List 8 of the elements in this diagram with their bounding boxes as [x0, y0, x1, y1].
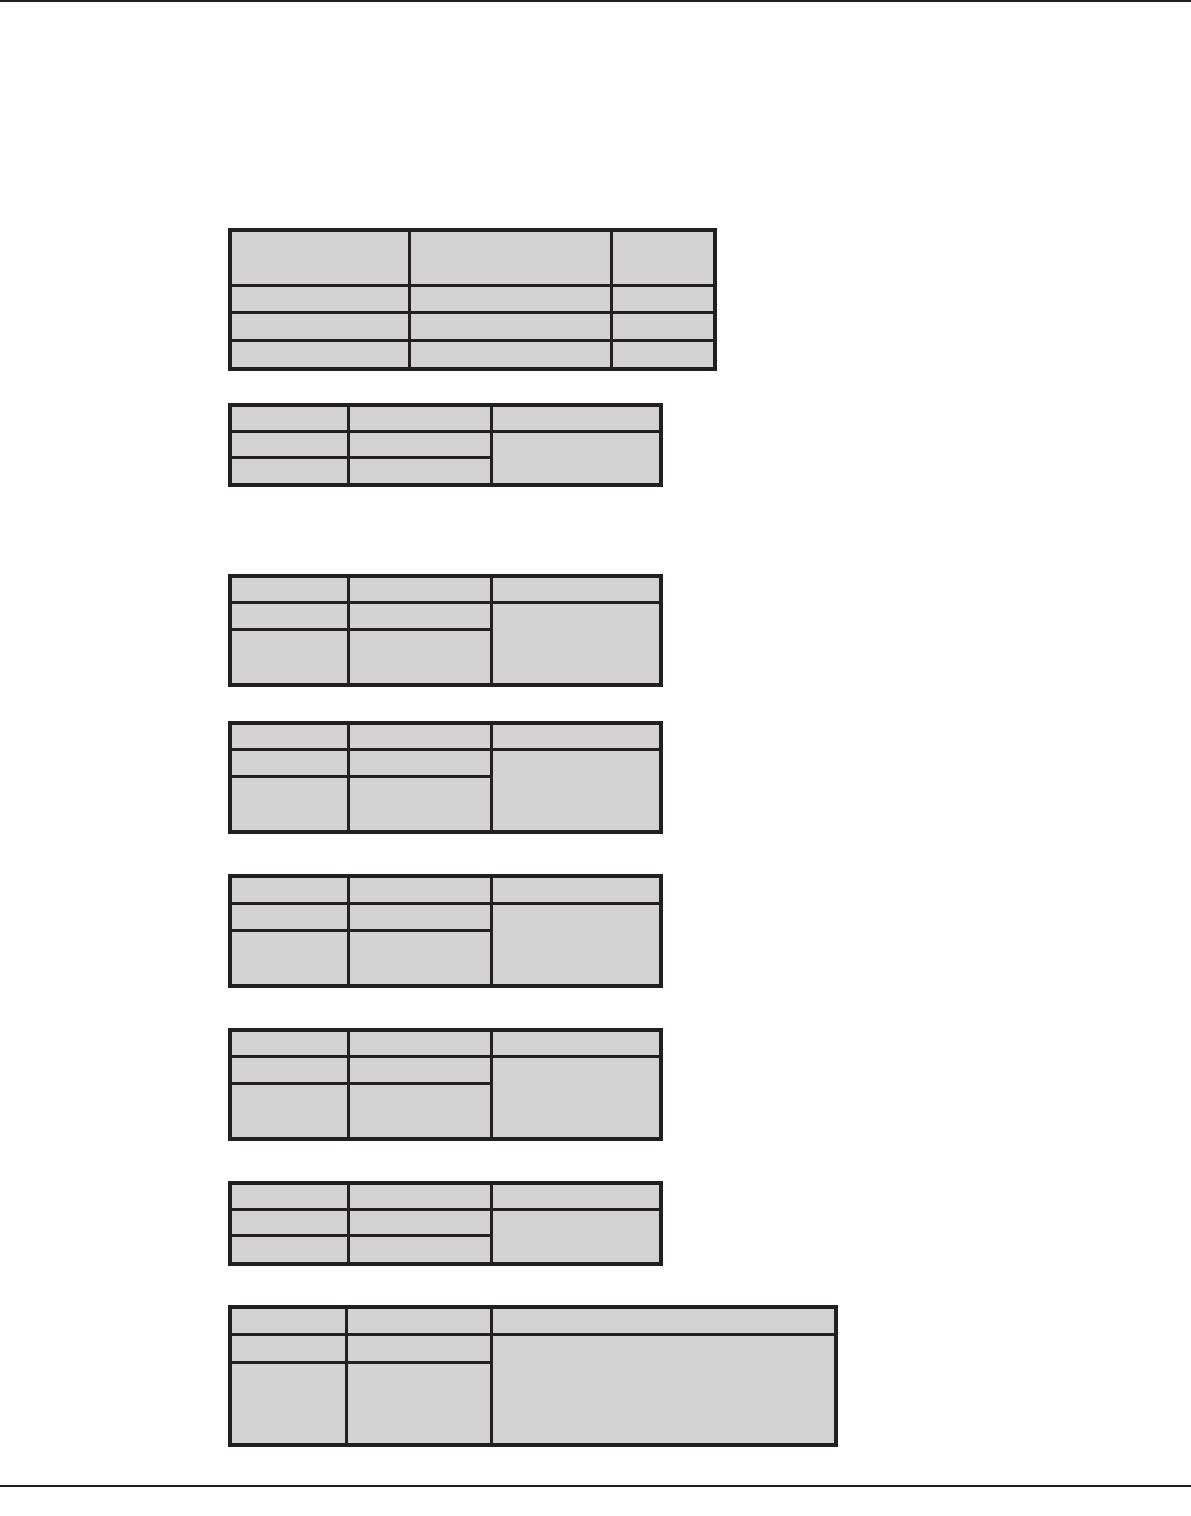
empty-table: [228, 1028, 663, 1141]
empty-table: [228, 1305, 838, 1447]
empty-table: [228, 721, 663, 834]
empty-table: [228, 228, 717, 371]
empty-table: [228, 874, 663, 988]
empty-table: [228, 403, 663, 487]
empty-table: [228, 574, 663, 687]
empty-table: [228, 1181, 663, 1266]
